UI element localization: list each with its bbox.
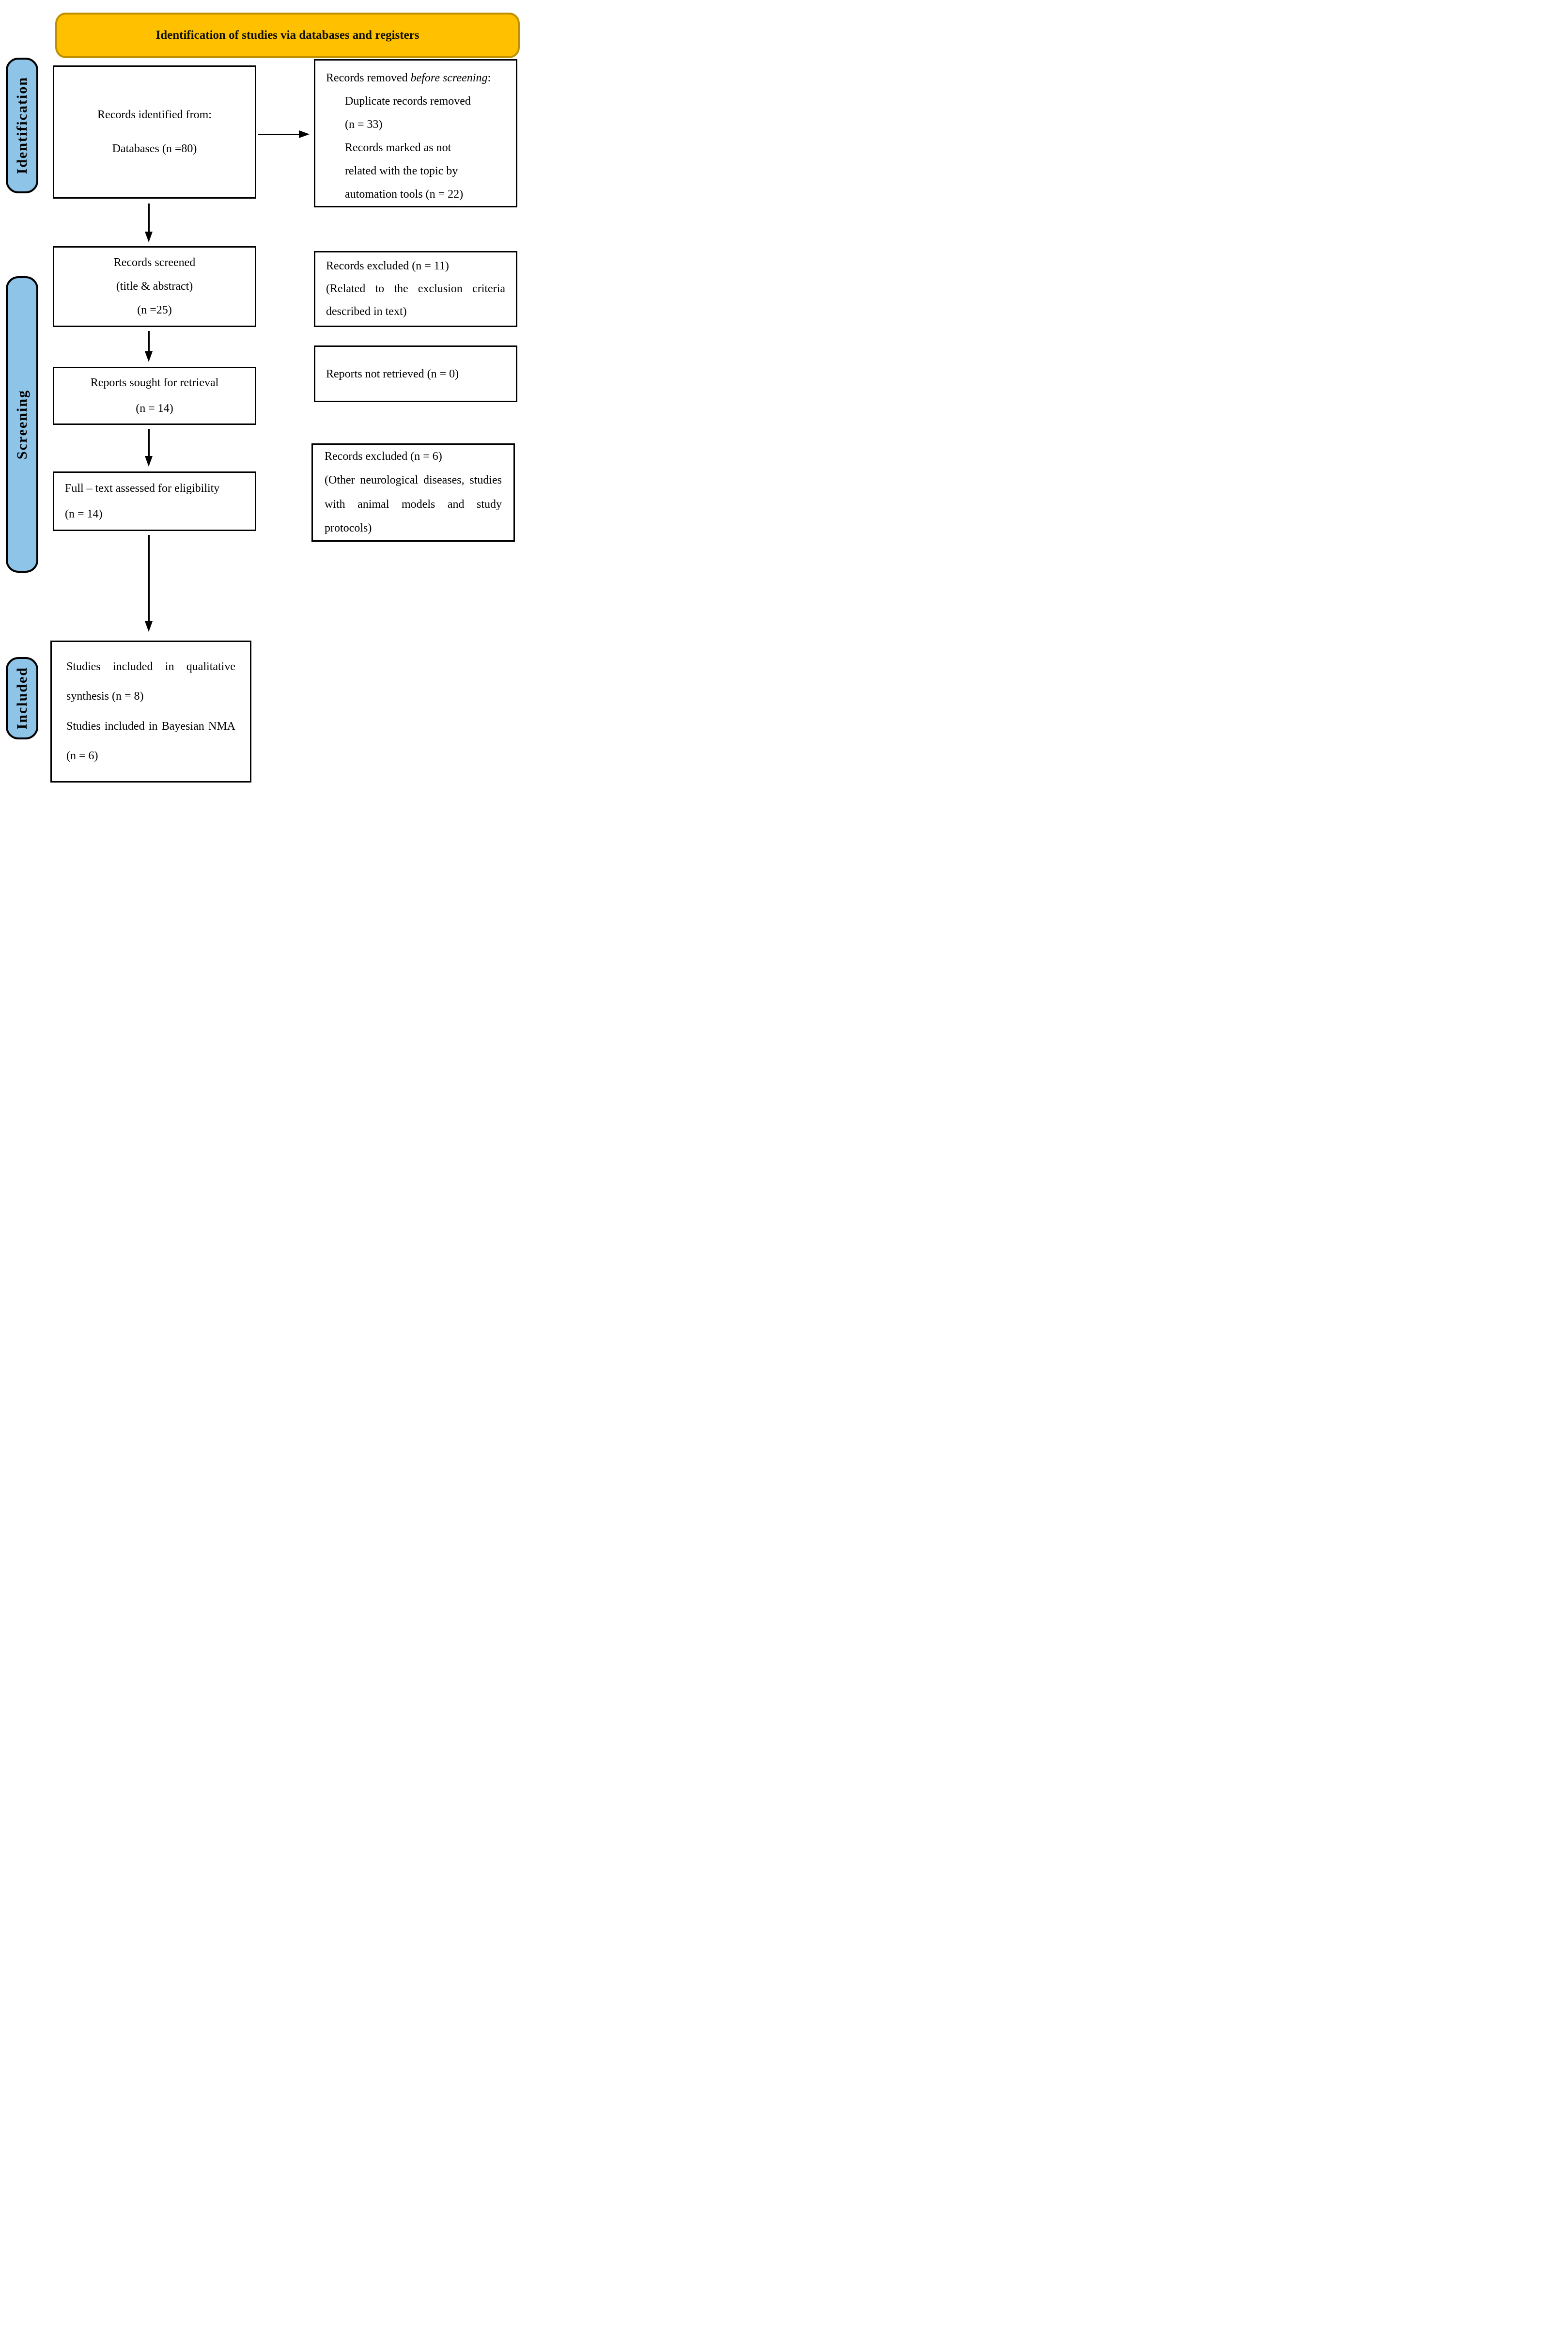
box-records-screened: Records screened (title & abstract) (n =25… bbox=[53, 246, 256, 327]
arrow-screened-to-sought-head bbox=[145, 351, 153, 362]
box-records-excluded-fulltext-para-0: Records excluded (n = 6) bbox=[325, 450, 442, 463]
box-records-excluded-screening-para-1: (Related to the exclusion criteria descr… bbox=[326, 282, 505, 318]
box-reports-sought: Reports sought for retrieval (n = 14) bbox=[53, 367, 256, 425]
records-removed-title-prefix: Records removed bbox=[326, 72, 411, 84]
box-records-identified-line-1: Databases (n =80) bbox=[112, 142, 197, 155]
box-records-removed-before-screening: Records removed before screening: Duplic… bbox=[314, 59, 517, 207]
box-records-excluded-fulltext: Records excluded (n = 6) (Other neurologi… bbox=[311, 443, 515, 542]
box-reports-sought-line-0: Reports sought for retrieval bbox=[90, 376, 219, 390]
arrow-identified-to-screened-head bbox=[145, 232, 153, 242]
box-records-screened-line-2: (n =25) bbox=[137, 304, 172, 317]
records-removed-title: Records removed before screening: bbox=[326, 66, 512, 90]
box-reports-not-retrieved-line-0: Reports not retrieved (n = 0) bbox=[326, 367, 459, 380]
stage-label-included: Included bbox=[6, 657, 38, 739]
box-fulltext-assessed-line-0: Full – text assessed for eligibility bbox=[65, 482, 220, 495]
box-studies-included-para-0: Studies included in qualitative synthesi… bbox=[66, 660, 235, 703]
stage-label-identification: Identification bbox=[6, 58, 38, 193]
stage-label-screening: Screening bbox=[6, 276, 38, 573]
box-records-excluded-screening: Records excluded (n = 11) (Related to the… bbox=[314, 251, 517, 327]
box-fulltext-assessed-line-1: (n = 14) bbox=[65, 507, 103, 520]
box-reports-not-retrieved: Reports not retrieved (n = 0) bbox=[314, 345, 517, 402]
records-removed-items-item-1: Records marked as not related with the t… bbox=[345, 141, 464, 201]
box-reports-sought-line-1: (n = 14) bbox=[136, 402, 173, 415]
arrow-fulltext-to-included-head bbox=[145, 621, 153, 632]
prisma-flow-diagram: Identification of studies via databases … bbox=[0, 0, 523, 784]
box-records-excluded-fulltext-para-1: (Other neurological diseases, studies wi… bbox=[325, 474, 502, 534]
stage-label-included-text: Included bbox=[14, 667, 30, 730]
banner: Identification of studies via databases … bbox=[55, 13, 520, 58]
stage-label-screening-text: Screening bbox=[14, 389, 30, 460]
stage-label-identification-text: Identification bbox=[14, 77, 30, 174]
records-removed-title-italic: before screening bbox=[410, 72, 488, 84]
box-fulltext-assessed: Full – text assessed for eligibility (n =… bbox=[53, 471, 256, 531]
records-removed-items: Duplicate records removed (n = 33) Record… bbox=[326, 90, 512, 206]
arrow-sought-to-fulltext-line bbox=[148, 429, 150, 456]
box-records-screened-line-0: Records screened bbox=[113, 256, 196, 269]
box-records-screened-line-1: (title & abstract) bbox=[116, 280, 193, 293]
arrow-screened-to-sought-line bbox=[148, 331, 150, 351]
arrow-fulltext-to-included-line bbox=[148, 535, 150, 621]
arrow-identified-to-screened-line bbox=[148, 204, 150, 232]
arrow-identified-to-removed-line bbox=[258, 134, 299, 135]
arrow-sought-to-fulltext-head bbox=[145, 456, 153, 467]
box-records-excluded-screening-para-0: Records excluded (n = 11) bbox=[326, 260, 449, 273]
box-records-identified: Records identified from: Databases (n =80… bbox=[53, 65, 256, 199]
records-removed-title-suffix: : bbox=[487, 72, 491, 84]
banner-title: Identification of studies via databases … bbox=[155, 29, 419, 42]
arrow-identified-to-removed-head bbox=[299, 130, 310, 138]
box-studies-included: Studies included in qualitative synthesi… bbox=[50, 641, 251, 783]
records-removed-items-item-0: Duplicate records removed (n = 33) bbox=[345, 95, 471, 131]
box-records-identified-line-0: Records identified from: bbox=[97, 108, 212, 121]
box-studies-included-para-1: Studies included in Bayesian NMA (n = 6) bbox=[66, 720, 235, 762]
